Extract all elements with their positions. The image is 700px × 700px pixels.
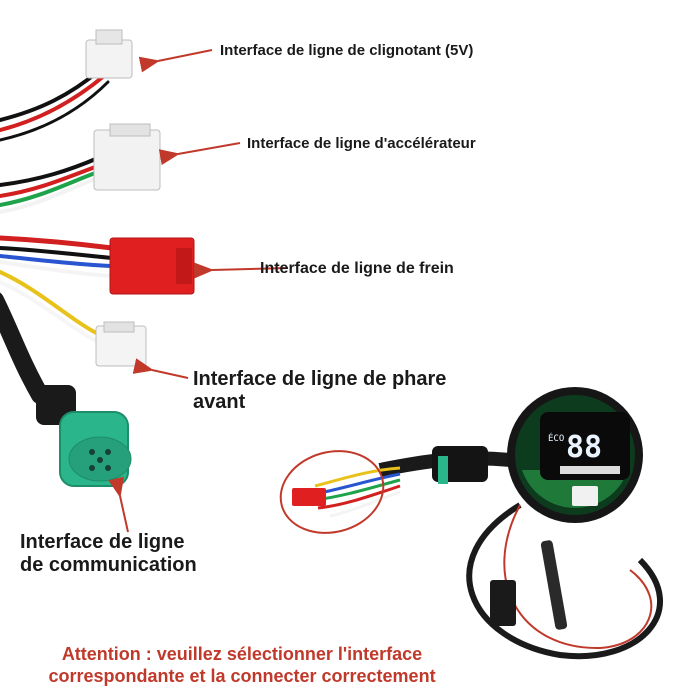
warning-line1: Attention : veuillez sélectionner l'inte… (61, 644, 423, 664)
headlight-label-line1: Interface de ligne de phare (193, 368, 447, 390)
communication-label-line2: de communication (20, 554, 197, 576)
communication-connector (36, 385, 132, 487)
throttle-connector (93, 123, 161, 191)
callout-arrows (108, 49, 289, 533)
headlight-interface-label: Interface de ligne de phare avant (193, 368, 446, 414)
warning-notice: Attention : veuillez sélectionner l'inte… (0, 643, 484, 687)
display-unit (279, 387, 663, 660)
warning-line2: correspondante et la connecter correctem… (48, 666, 436, 686)
brake-interface-label: Interface de ligne de frein (260, 260, 454, 277)
display-mode-text: ÉCO (548, 432, 564, 444)
throttle-interface-label: Interface de ligne d'accélérateur (247, 135, 476, 152)
communication-label-line1: Interface de ligne (20, 531, 185, 553)
turn-signal-connector (85, 29, 133, 79)
headlight-label-line2: avant (193, 391, 246, 413)
communication-interface-label: Interface de ligne de communication (20, 531, 197, 577)
brake-connector (109, 237, 195, 295)
headlight-connector (95, 321, 147, 367)
display-digits: 88 (566, 430, 602, 465)
turn-signal-interface-label: Interface de ligne de clignotant (5V) (220, 42, 474, 59)
wire-bundle (0, 68, 115, 404)
